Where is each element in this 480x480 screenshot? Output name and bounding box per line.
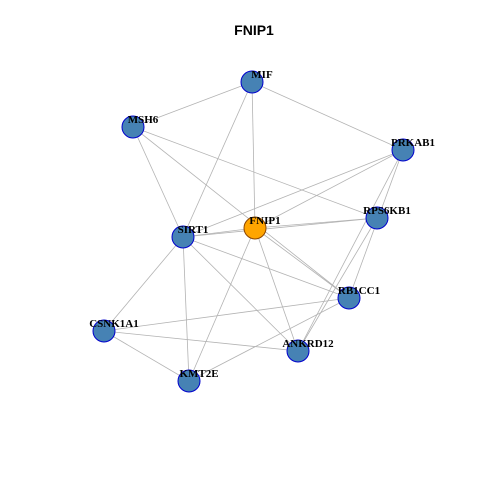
node-label-fnip1: FNIP1 bbox=[249, 215, 280, 227]
edge-rps6kb1-sirt1 bbox=[182, 217, 378, 238]
edge-sirt1-kmt2e bbox=[182, 236, 190, 382]
node-rb1cc1 bbox=[337, 286, 361, 310]
edge-rps6kb1-ankrd12 bbox=[297, 217, 378, 352]
node-label-ankrd12: ANKRD12 bbox=[282, 338, 334, 350]
edge-csnk1a1-kmt2e bbox=[103, 330, 190, 382]
edge-sirt1-ankrd12 bbox=[182, 236, 299, 352]
node-label-msh6: MSH6 bbox=[128, 114, 159, 126]
label-layer: MIF MSH6PRKAB1RPS6KB1FNIP1SIRT1RB1CC1CSNK… bbox=[89, 69, 435, 380]
edge-msh6-sirt1 bbox=[132, 126, 184, 238]
node-ankrd12 bbox=[286, 339, 310, 363]
edge-mif-prkab1 bbox=[251, 81, 404, 151]
edge-rb1cc1-kmt2e bbox=[188, 297, 350, 382]
node-prkab1 bbox=[391, 138, 415, 162]
edge-rb1cc1-csnk1a1 bbox=[103, 297, 350, 332]
node-label-prkab1: PRKAB1 bbox=[391, 137, 435, 149]
edge-sirt1-csnk1a1 bbox=[103, 236, 184, 332]
node-label-csnk1a1: CSNK1A1 bbox=[89, 318, 139, 330]
diagram-title: FNIP1 bbox=[234, 22, 274, 38]
edge-mif-fnip1 bbox=[251, 81, 256, 229]
node-kmt2e bbox=[177, 369, 201, 393]
edge-msh6-rps6kb1 bbox=[132, 126, 378, 219]
node-mif bbox=[240, 70, 264, 94]
edge-mif-msh6 bbox=[132, 81, 253, 128]
edge-sirt1-rb1cc1 bbox=[182, 236, 350, 299]
node-layer bbox=[92, 70, 415, 393]
edge-fnip1-kmt2e bbox=[188, 227, 256, 382]
edge-layer bbox=[103, 81, 404, 382]
node-label-rb1cc1: RB1CC1 bbox=[338, 285, 380, 297]
edge-fnip1-sirt1 bbox=[182, 227, 256, 238]
node-sirt1 bbox=[171, 225, 195, 249]
node-msh6 bbox=[121, 115, 145, 139]
node-label-mif: MIF bbox=[251, 69, 273, 81]
edge-mif-sirt1 bbox=[182, 81, 253, 238]
node-rps6kb1 bbox=[365, 206, 389, 230]
edge-prkab1-fnip1 bbox=[254, 149, 404, 229]
edge-fnip1-rb1cc1 bbox=[254, 227, 350, 299]
node-fnip1 bbox=[243, 216, 267, 240]
edge-prkab1-sirt1 bbox=[182, 149, 404, 238]
node-label-rps6kb1: RPS6KB1 bbox=[363, 205, 411, 217]
node-label-kmt2e: KMT2E bbox=[179, 368, 218, 380]
edge-prkab1-ankrd12 bbox=[297, 149, 404, 352]
edge-rps6kb1-fnip1 bbox=[254, 217, 378, 229]
edge-msh6-rb1cc1 bbox=[132, 126, 350, 299]
node-label-sirt1: SIRT1 bbox=[178, 224, 209, 236]
node-csnk1a1 bbox=[92, 319, 116, 343]
edge-csnk1a1-ankrd12 bbox=[103, 330, 299, 352]
edge-fnip1-ankrd12 bbox=[254, 227, 299, 352]
